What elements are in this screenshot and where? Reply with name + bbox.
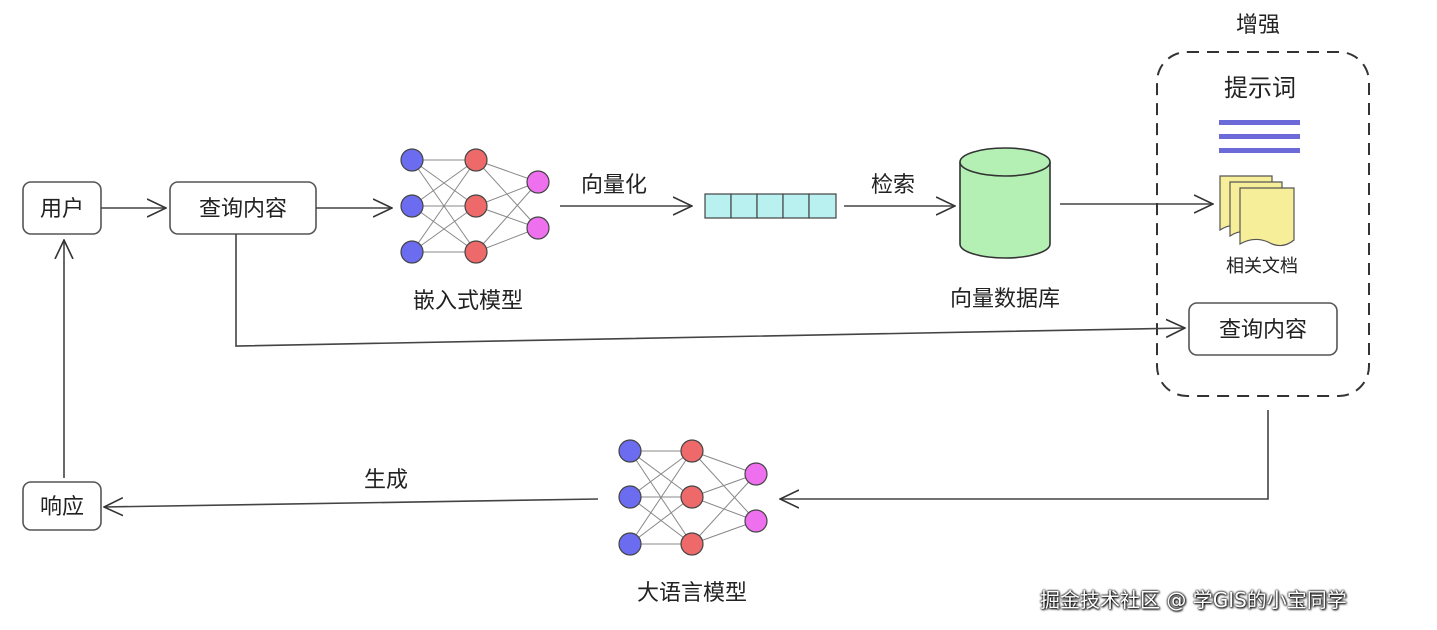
response-node: 响应 (22, 481, 102, 531)
llm-label: 大语言模型 (637, 581, 747, 606)
input-neuron (400, 240, 424, 264)
prompt-label: 提示词 (1224, 74, 1296, 102)
prompt-lines-icon (1219, 120, 1300, 153)
hidden-neuron (464, 148, 488, 172)
hidden-neuron (680, 485, 704, 509)
vector-cell (808, 193, 837, 219)
output-neuron (526, 170, 550, 194)
input-neuron (400, 194, 424, 218)
user-label: 用户 (40, 197, 84, 222)
input-neuron (400, 148, 424, 172)
output-neuron (744, 509, 768, 533)
vector-embedding (704, 193, 837, 219)
generate-label: 生成 (364, 468, 408, 493)
edge-query-to-prompt (235, 234, 1185, 347)
watermark: 掘金技术社区 @ 学GIS的小宝同学 (1040, 588, 1347, 612)
input-neuron (618, 532, 642, 556)
query-node: 查询内容 (169, 181, 317, 235)
edge-augment-llm (780, 410, 1269, 499)
documents-icon (1219, 175, 1295, 247)
vector-cell (782, 193, 810, 219)
embedding-model-network (400, 148, 550, 264)
output-neuron (744, 462, 768, 486)
vector-cell (704, 193, 732, 219)
hidden-neuron (464, 194, 488, 218)
query-in-prompt-node: 查询内容 (1188, 302, 1338, 356)
hidden-neuron (680, 439, 704, 463)
hidden-neuron (680, 532, 704, 556)
related-docs-label: 相关文档 (1226, 256, 1298, 277)
embedding-model-label: 嵌入式模型 (413, 289, 523, 314)
llm-network (618, 439, 768, 556)
response-label: 响应 (40, 495, 84, 520)
edge-generate (104, 499, 599, 507)
vectorize-label: 向量化 (581, 173, 647, 198)
hidden-neuron (464, 240, 488, 264)
vector-database (959, 147, 1051, 259)
query-in-prompt-label: 查询内容 (1219, 318, 1307, 343)
retrieve-label: 检索 (871, 173, 915, 198)
query-label: 查询内容 (199, 197, 287, 222)
input-neuron (618, 439, 642, 463)
vector-cell (730, 193, 758, 219)
output-neuron (526, 216, 550, 240)
augment-group (1156, 51, 1370, 397)
vector-cell (756, 193, 784, 219)
augment-label: 增强 (1236, 13, 1280, 38)
vector-db-label: 向量数据库 (950, 287, 1060, 312)
user-node: 用户 (22, 181, 102, 235)
input-neuron (618, 485, 642, 509)
